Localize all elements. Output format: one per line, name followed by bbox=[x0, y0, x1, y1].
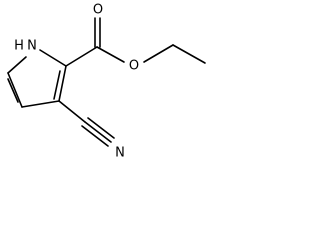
bond-c4-c5-double bbox=[7, 78, 19, 103]
bond-n1-c2 bbox=[39, 49, 67, 67]
bond-c2-carbonyl bbox=[65, 46, 98, 67]
bond-ester-o-ch2 bbox=[143, 44, 174, 63]
bond-c5-n1 bbox=[7, 56, 27, 74]
bond-nitrile-triple-a bbox=[84, 121, 112, 143]
bond-nitrile-triple-c bbox=[81, 125, 109, 147]
bond-c2-c3 bbox=[58, 65, 67, 102]
atom-label-nh-n: N bbox=[27, 39, 37, 54]
molecule-structure: H N O O N bbox=[7, 3, 206, 161]
atom-label-nitrile-n: N bbox=[115, 146, 125, 161]
bond-c3-nitrile-c bbox=[58, 100, 86, 123]
atom-labels: H N O O N bbox=[14, 3, 139, 161]
bond-carbonyl-ester-o bbox=[96, 46, 125, 63]
bond-nitrile-triple-b bbox=[87, 117, 115, 139]
bond-ch2-ch3 bbox=[172, 44, 206, 64]
bond-c3-c4 bbox=[21, 100, 60, 108]
bond-c4-c5 bbox=[7, 72, 23, 108]
bond-group bbox=[7, 17, 206, 147]
atom-label-nh-h: H bbox=[14, 39, 24, 54]
atom-label-carbonyl-o: O bbox=[93, 3, 103, 18]
atom-label-ester-o: O bbox=[129, 59, 139, 74]
bond-c2-c3-double bbox=[53, 70, 61, 100]
